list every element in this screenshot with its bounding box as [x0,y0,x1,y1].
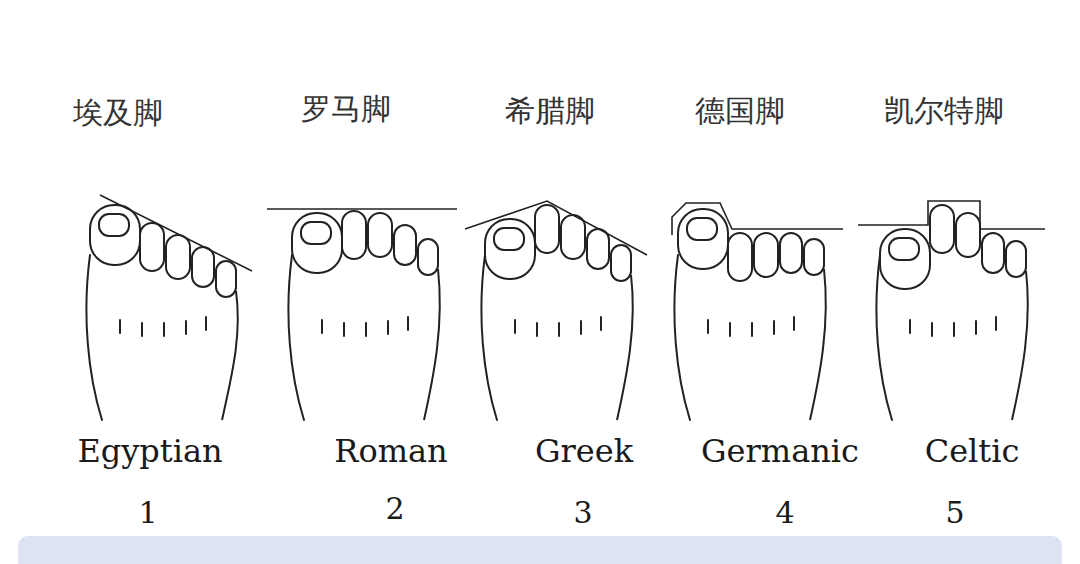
foot-type-name: Roman [334,434,447,469]
celtic-foot [858,201,1045,420]
toenail [687,218,717,240]
foot-outline [424,269,440,420]
toe [216,261,236,297]
big-toe [485,219,535,279]
chinese-name: 德国脚 [695,94,785,127]
foot-outline [481,255,601,420]
foot-type-name: Germanic [701,434,859,469]
chinese-name: 凯尔特脚 [884,94,1004,127]
toenail [889,238,919,260]
bottom-band [18,536,1062,564]
germanic-foot [672,203,843,420]
guide-line [100,195,252,271]
callout-number: 5 [945,496,964,529]
foot-outline [86,255,206,420]
foot-outline [288,255,408,420]
big-toe [678,209,728,269]
callout-number: 1 [138,496,157,529]
egyptian-foot [86,195,252,420]
guide-line [267,208,457,210]
toe [368,213,392,257]
foot-outline [222,291,238,420]
chinese-name: 罗马脚 [301,92,391,125]
guide-line [465,201,647,255]
toe [418,239,438,275]
guide-line [858,201,1045,229]
roman-foot [267,209,457,420]
toe [192,247,214,287]
callout-number: 4 [775,496,794,529]
foot-outline [1012,271,1028,420]
toe [342,211,366,259]
toenail [99,214,129,236]
toe [535,205,559,253]
toe [956,213,980,257]
toenail [494,228,524,250]
foot-type-name: Egyptian [77,434,222,469]
toe [930,205,954,253]
toe [611,245,631,281]
toe [728,233,752,281]
greek-foot [465,201,647,420]
callout-number: 3 [573,496,592,529]
foot-type-name: Celtic [925,434,1020,469]
callout-number: 2 [385,492,404,525]
toe [561,215,585,259]
foot-outline [810,269,826,420]
big-toe [880,229,930,289]
toe [780,233,802,273]
foot-outline [617,275,633,420]
foot-type-name: Greek [535,434,633,469]
big-toe [90,205,140,265]
toe [982,233,1004,273]
chinese-name: 埃及脚 [73,96,163,129]
toenail [301,222,331,244]
toe [587,229,609,269]
toe [1006,241,1026,277]
toe [804,239,824,275]
chinese-name: 希腊脚 [505,94,595,127]
toe [394,225,416,265]
toe [140,223,164,271]
toe [754,233,778,277]
toe [166,235,190,279]
guide-line [672,203,843,235]
big-toe [292,213,342,273]
